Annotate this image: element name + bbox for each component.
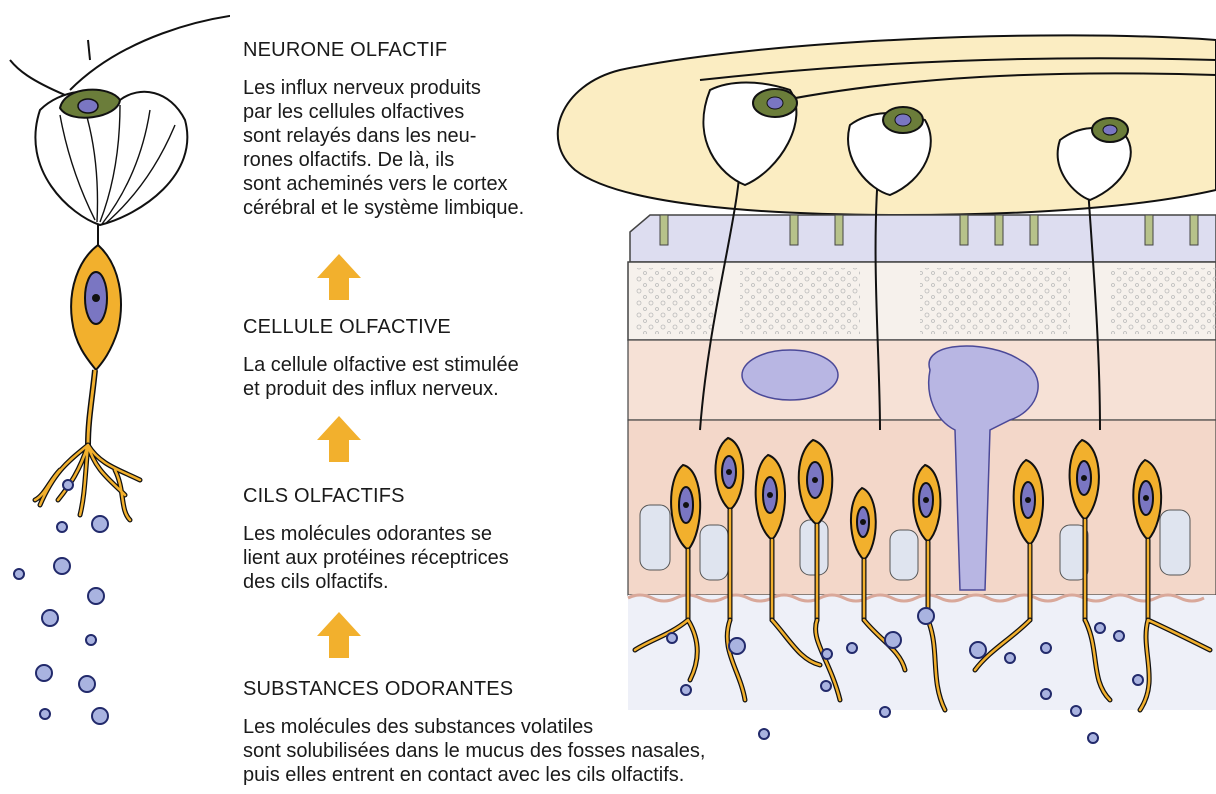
- section-olfactory-cilia: CILS OLFACTIFS Les molécules odorantes s…: [243, 484, 803, 594]
- odorant-molecules: [14, 480, 108, 724]
- section-olfactory-cell: CELLULE OLFACTIVE La cellule olfactive e…: [243, 315, 803, 401]
- section-heading: CILS OLFACTIFS: [243, 484, 803, 508]
- section-olfactory-neuron: NEURONE OLFACTIF Les influx nerveux prod…: [243, 38, 803, 220]
- arrow-up-icon: [317, 254, 361, 300]
- neuron-nucleus: [78, 99, 98, 113]
- section-body: Les influx nerveux produits par les cell…: [243, 76, 803, 220]
- section-odorant-substances: SUBSTANCES ODORANTES Les molécules des s…: [243, 677, 803, 787]
- section-body: Les molécules des substances volatiles s…: [243, 715, 803, 787]
- section-heading: CELLULE OLFACTIVE: [243, 315, 803, 339]
- cribriform-plate: [630, 215, 1216, 262]
- neuron-dendrite: [88, 40, 90, 60]
- left-neuron-illustration: [0, 0, 230, 794]
- section-heading: SUBSTANCES ODORANTES: [243, 677, 803, 701]
- section-heading: NEURONE OLFACTIF: [243, 38, 803, 62]
- neuron-dendrite: [10, 60, 65, 95]
- arrow-up-icon: [317, 612, 361, 658]
- section-body: Les molécules odorantes se lient aux pro…: [243, 522, 803, 594]
- arrow-up-icon: [317, 416, 361, 462]
- olfactory-cilia: [35, 445, 140, 520]
- neuron-axon: [70, 12, 230, 90]
- section-body: La cellule olfactive est stimulée et pro…: [243, 353, 803, 401]
